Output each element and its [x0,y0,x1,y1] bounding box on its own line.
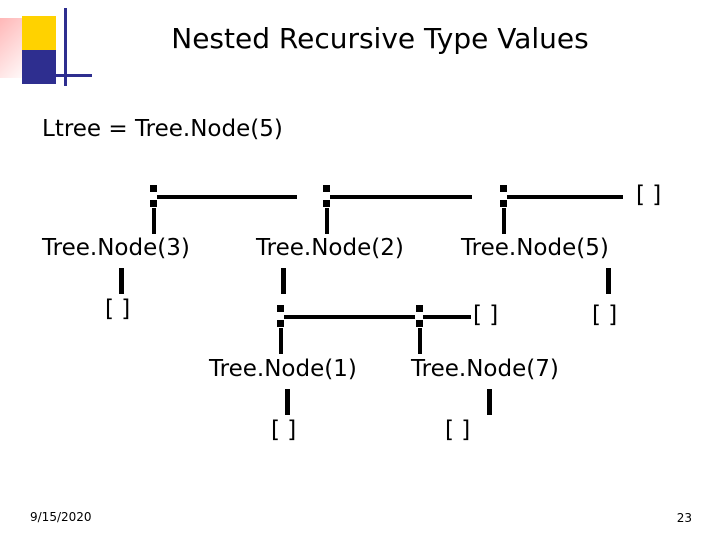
edge-h-3 [507,195,623,199]
empty-list-node-3: [ ] [105,296,131,322]
edge-h-1 [157,195,297,199]
node-tree-node-2: Tree.Node(2) [256,235,404,261]
edge-v-4 [119,268,124,294]
edge-h-5 [423,315,471,319]
edge-v-3 [502,208,506,234]
empty-list-row-2: [ ] [473,302,499,328]
node-tree-node-7: Tree.Node(7) [411,356,559,382]
cons-marker-5 [416,305,423,327]
empty-list-top: [ ] [636,182,662,208]
edge-h-4 [284,315,415,319]
node-tree-node-1: Tree.Node(1) [209,356,357,382]
edge-h-2 [330,195,472,199]
cons-marker-2 [323,185,330,207]
edge-v-5 [281,268,286,294]
empty-list-node-7: [ ] [445,417,471,443]
cons-marker-4 [277,305,284,327]
edge-v-10 [487,389,492,415]
node-tree-node-5b: Tree.Node(5) [461,235,609,261]
edge-v-9 [285,389,290,415]
logo-yellow-square [22,16,56,50]
edge-v-6 [606,268,611,294]
edge-v-1 [152,208,156,234]
page-title: Nested Recursive Type Values [171,22,589,55]
diagram-root-label: Ltree = Tree.Node(5) [42,116,283,142]
logo-horizontal-rule [26,74,92,77]
logo-vertical-rule [64,8,67,86]
edge-v-7 [279,328,283,354]
footer-page-number: 23 [676,511,692,525]
logo-blue-square [22,50,56,84]
edge-v-2 [325,208,329,234]
diagram-canvas: Ltree = Tree.Node(5) [ ] Tree.Node(3) Tr… [0,100,720,480]
cons-marker-1 [150,185,157,207]
cons-marker-3 [500,185,507,207]
slide-logo [0,8,96,94]
empty-list-node-1: [ ] [271,417,297,443]
footer-date: 9/15/2020 [30,510,92,524]
edge-v-8 [418,328,422,354]
node-tree-node-3: Tree.Node(3) [42,235,190,261]
empty-list-node-5b: [ ] [592,302,618,328]
